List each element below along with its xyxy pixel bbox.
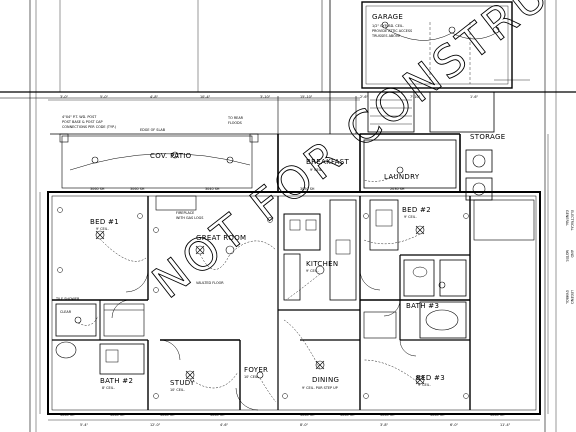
electrical-wire-runs	[77, 172, 421, 403]
window-tag: 3060 SH	[340, 413, 355, 417]
window-tag: 3050 SH	[300, 187, 315, 191]
dim-3: 4'-8"	[150, 95, 158, 99]
breakfast-ceiling-note: 9' CEIL.	[310, 168, 323, 172]
dim-2: 5'-0"	[100, 95, 108, 99]
garage-note-2: PROVIDE ATTIC ACCESS	[372, 29, 412, 33]
sheet-notes-right: GENERAL ELECTRICAL NOTES AND SYMBOL LEGE…	[565, 210, 574, 304]
study-ceiling-note: 10' CEIL.	[170, 388, 185, 392]
fireplace-note-1: FIREPLACE	[176, 211, 194, 215]
room-label-laundry: LAUNDRY	[384, 173, 420, 181]
wall-outlets	[57, 207, 469, 399]
door-swings	[111, 269, 417, 411]
dim-7: 5'-4"	[80, 423, 88, 427]
dim-16: 1'-6"	[470, 95, 478, 99]
bed1-ceiling-note: 9' CEIL.	[96, 227, 109, 231]
garage-note-3: TRUSSES ABOVE	[371, 34, 400, 38]
bed3-ceiling-note: 9' CEIL.	[418, 383, 431, 387]
dim-14: 2'-6"	[360, 95, 368, 99]
room-label-breakfast: BREAKFAST	[306, 158, 349, 166]
edge-of-slab-note: EDGE OF SLAB	[140, 128, 166, 132]
to-rear-note: TO REAR	[227, 116, 244, 120]
window-tag: 3060 SH	[300, 413, 315, 417]
dining-ceiling-note: 9' CEIL. PUR STEP UP	[302, 386, 338, 390]
room-label-bath-2: BATH #2	[100, 377, 133, 385]
garage-area	[361, 1, 530, 133]
dim-13: 11'-4"	[500, 423, 511, 427]
sheet-note-line: NOTES	[565, 250, 569, 262]
fireplace-note-2: WITH GAS LOGS	[176, 216, 203, 220]
garage-note-1: 1/2" GYP. BD. CEIL.	[372, 24, 404, 28]
sheet-note-line: SYMBOL	[565, 290, 569, 304]
sheet-note-line: GENERAL	[565, 210, 569, 226]
post-note-2: POST BASE & POST CAP	[62, 120, 103, 124]
kitchen-ceiling-note: 9' CEIL.	[306, 269, 319, 273]
sheet-note-line: AND	[570, 250, 574, 258]
kitchen-fixtures	[283, 199, 399, 301]
post-note-1: 4"X4" P.T. WD. POST	[62, 115, 97, 119]
window-tag: 3060 SH	[130, 187, 145, 191]
window-tag: 3060 SH	[60, 413, 75, 417]
window-tag: 3060 SH	[210, 413, 225, 417]
room-label-cov-patio: COV. PATIO	[150, 152, 192, 160]
bathroom-fixtures	[55, 259, 467, 375]
dim-1: 3'-0"	[60, 95, 68, 99]
foyer-ceiling-note: 10' CEIL.	[244, 375, 259, 379]
bath2-ceiling-note: 8' CEIL.	[102, 386, 115, 390]
window-tag: 3060 SH	[110, 413, 125, 417]
sheet-note-line: ELECTRICAL	[570, 210, 574, 231]
room-label-garage: GARAGE	[372, 13, 403, 21]
floods-note: FLOODS	[228, 121, 242, 125]
window-tag: 3060 SH	[490, 413, 505, 417]
room-label-bed-1: BED #1	[90, 218, 119, 226]
window-tag: 3060 SH	[430, 413, 445, 417]
dim-11: 3'-8"	[380, 423, 388, 427]
interior-walls	[52, 196, 471, 410]
dim-10: 8'-0"	[300, 423, 308, 427]
laundry-block	[363, 139, 493, 201]
closets	[103, 195, 535, 339]
dim-6: 15'-10"	[300, 95, 313, 99]
dimension-lines	[39, 99, 549, 421]
bath-tile-note: TILE SHOWER	[55, 297, 80, 301]
dim-9: 4'-6"	[220, 423, 228, 427]
room-label-bed-2: BED #2	[402, 206, 431, 214]
window-tag: 3060 SH	[160, 413, 175, 417]
great-room-floor-note: VAULTED FLOOR	[196, 281, 224, 285]
room-label-bed-3: BED #3	[416, 374, 445, 382]
room-label-storage: STORAGE	[470, 133, 505, 141]
dim-12: 6'-0"	[450, 423, 458, 427]
post-note-3: CONNECTIONS PER CODE (TYP.)	[62, 125, 117, 129]
bed2-ceiling-note: 9' CEIL.	[404, 215, 417, 219]
exterior-walls	[47, 133, 541, 415]
dim-5: 3'-10"	[260, 95, 271, 99]
room-label-kitchen: KITCHEN	[306, 260, 338, 268]
window-tag: 3060 SH	[90, 187, 105, 191]
sheet-note-line: LEGEND	[570, 290, 574, 304]
room-label-great-room: GREAT ROOM	[196, 234, 246, 242]
dim-8: 12'-0"	[150, 423, 161, 427]
room-label-foyer: FOYER	[244, 366, 268, 374]
clear-note: CLEAR	[60, 310, 72, 314]
room-label-study: STUDY	[170, 379, 195, 387]
dim-4: 10'-4"	[200, 95, 211, 99]
room-label-dining: DINING	[312, 376, 339, 384]
dim-15: 7'-10"	[410, 95, 421, 99]
patio-area	[50, 96, 360, 189]
window-tag: 2030 SH	[390, 187, 405, 191]
window-tag: 3040 SH	[205, 187, 220, 191]
window-tag: 3060 SH	[380, 413, 395, 417]
room-label-bath-3: BATH #3	[406, 302, 439, 310]
